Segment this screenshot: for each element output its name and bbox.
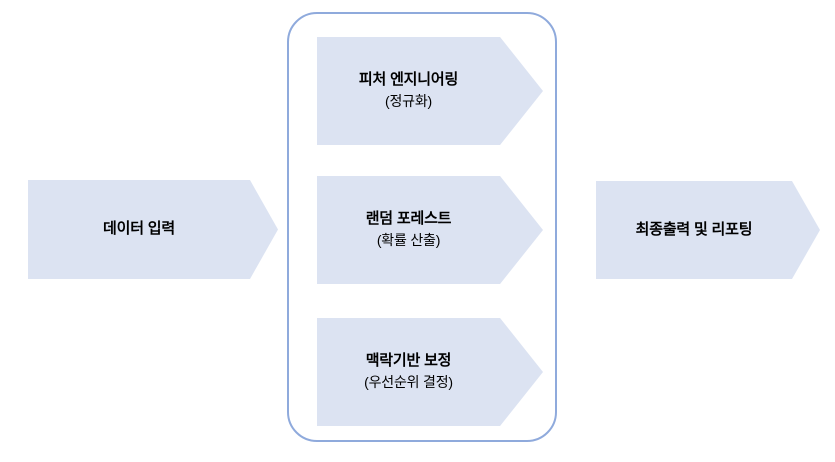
output-stage-label: 최종출력 및 리포팅 (635, 220, 753, 238)
output-stage-arrow[interactable]: 최종출력 및 리포팅 (596, 181, 820, 279)
pipeline-stage-3-title: 맥락기반 보정 (365, 352, 452, 370)
pipeline-stage-2-title: 랜덤 포레스트 (365, 210, 452, 228)
input-stage-label: 데이터 입력 (103, 220, 175, 238)
pipeline-stage-2-arrow[interactable]: 랜덤 포레스트 (확률 산출) (317, 176, 543, 284)
pipeline-stage-2-subtitle: (확률 산출) (376, 231, 441, 248)
pipeline-stage-3-subtitle: (우선순위 결정) (364, 373, 453, 390)
input-stage-arrow[interactable]: 데이터 입력 (28, 180, 278, 279)
pipeline-stage-3-arrow[interactable]: 맥락기반 보정 (우선순위 결정) (317, 318, 543, 426)
pipeline-stage-1-title: 피처 엔지니어링 (358, 71, 459, 89)
pipeline-stage-1-subtitle: (정규화) (385, 92, 432, 109)
pipeline-stage-1-arrow[interactable]: 피처 엔지니어링 (정규화) (317, 37, 543, 145)
